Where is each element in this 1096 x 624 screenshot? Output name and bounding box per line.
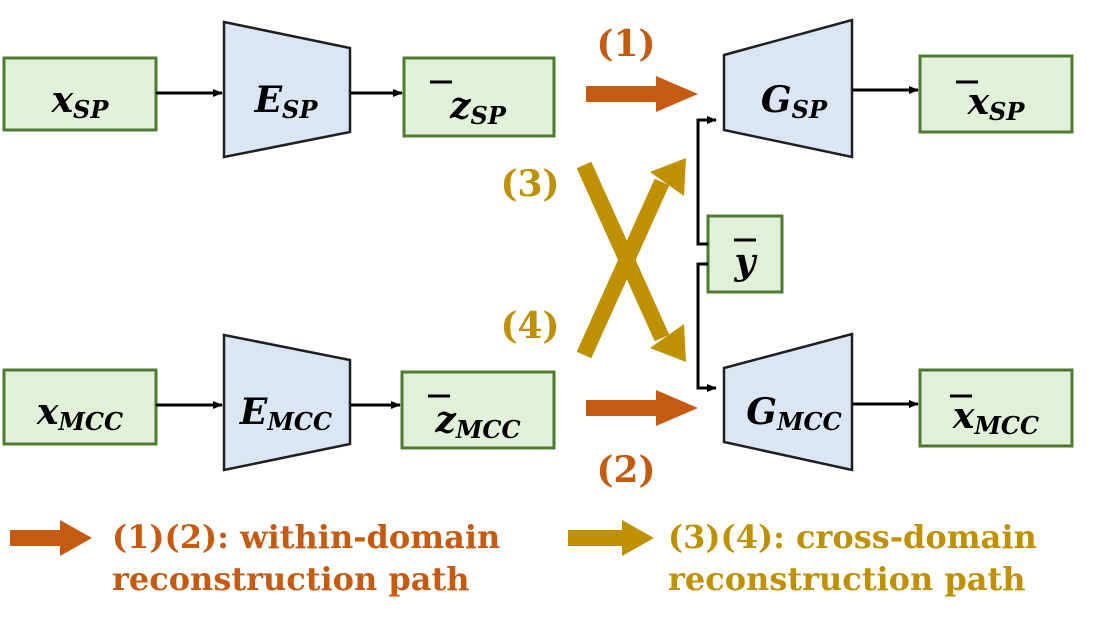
label-box-y: y xyxy=(706,214,784,294)
g-sp-sub: SP xyxy=(792,95,828,124)
e-sp-sub: SP xyxy=(282,95,318,124)
legend-cross-line1: (3)(4): cross-domain xyxy=(668,518,1037,556)
legend-within-line1: (1)(2): within-domain xyxy=(112,518,500,556)
output-box-xhat-mcc: xMCC xyxy=(918,368,1074,448)
xhat-sp-sub: SP xyxy=(989,97,1025,126)
x-mcc-base: x xyxy=(36,391,59,433)
input-box-x-mcc: xMCC xyxy=(2,368,158,446)
path-2-label: (2) xyxy=(596,449,655,491)
xhat-sp-base: x xyxy=(967,81,990,123)
svg-text:GMCC: GMCC xyxy=(746,391,842,436)
x-sp-sub: SP xyxy=(73,95,109,124)
svg-text:zMCC: zMCC xyxy=(434,399,520,444)
encoder-e-sp: ESP xyxy=(222,20,352,159)
svg-text:xMCC: xMCC xyxy=(952,395,1039,440)
svg-text:xMCC: xMCC xyxy=(36,391,123,436)
legend-cross-swatch xyxy=(568,530,624,546)
path-1-label: (1) xyxy=(596,23,655,65)
z-mcc-base: z xyxy=(434,399,457,441)
svg-text:xSP: xSP xyxy=(967,81,1026,126)
z-sp-sub: SP xyxy=(471,101,507,130)
legend-within-domain: (1)(2): within-domain reconstruction pat… xyxy=(10,518,500,598)
encoder-e-mcc: EMCC xyxy=(222,333,352,472)
svg-text:xSP: xSP xyxy=(51,79,110,124)
z-mcc-sub: MCC xyxy=(455,415,521,444)
path-1-arrow xyxy=(586,76,698,112)
z-sp-base: z xyxy=(449,85,472,127)
svg-text:EMCC: EMCC xyxy=(239,391,332,436)
output-box-xhat-sp: xSP xyxy=(918,54,1074,134)
e-mcc-base: E xyxy=(239,391,268,433)
g-mcc-base: G xyxy=(746,391,777,433)
generator-g-mcc: GMCC xyxy=(722,332,854,472)
legend-within-line2: reconstruction path xyxy=(112,560,470,598)
legend-within-swatch xyxy=(10,530,62,546)
input-box-x-sp: xSP xyxy=(2,56,158,132)
x-mcc-sub: MCC xyxy=(57,407,123,436)
xhat-mcc-sub: MCC xyxy=(973,411,1039,440)
path-4-arrow xyxy=(576,158,686,359)
path-3-label: (3) xyxy=(500,163,559,205)
svg-text:GSP: GSP xyxy=(761,79,828,124)
path-4-label: (4) xyxy=(500,305,559,347)
svg-text:ESP: ESP xyxy=(254,79,319,124)
legend-cross-domain: (3)(4): cross-domain reconstruction path xyxy=(568,518,1037,598)
e-mcc-sub: MCC xyxy=(266,407,332,436)
svg-text:zSP: zSP xyxy=(449,85,507,130)
generator-g-sp: GSP xyxy=(722,18,854,159)
legend-cross-line2: reconstruction path xyxy=(668,560,1026,598)
g-sp-base: G xyxy=(761,79,792,121)
g-mcc-sub: MCC xyxy=(776,407,842,436)
y-base: y xyxy=(734,241,758,283)
latent-box-z-sp: zSP xyxy=(402,56,556,138)
path-2-arrow xyxy=(586,390,698,426)
x-sp-base: x xyxy=(51,79,74,121)
latent-box-z-mcc: zMCC xyxy=(400,370,556,450)
xhat-mcc-base: x xyxy=(952,395,975,437)
e-sp-base: E xyxy=(254,79,283,121)
connector-y-to-gsp xyxy=(696,116,717,246)
connector-y-to-gmcc xyxy=(696,262,717,392)
